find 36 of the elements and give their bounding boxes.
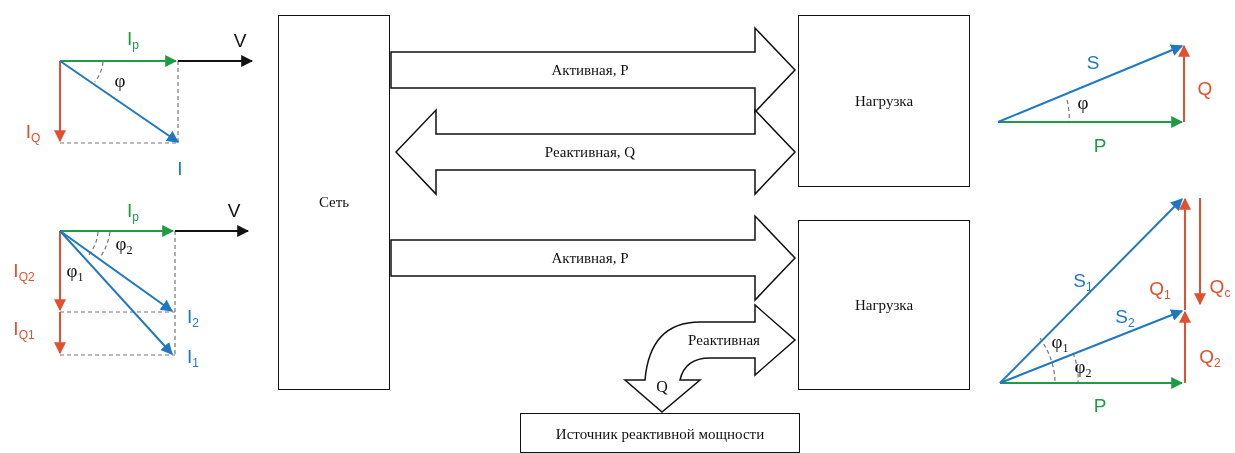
box-label: Сеть xyxy=(318,194,350,211)
vector-label: φ xyxy=(1077,92,1089,112)
vector-label: Q$_{1}$ xyxy=(1149,279,1171,301)
box xyxy=(520,413,800,453)
box xyxy=(798,220,970,390)
block-arrow xyxy=(390,214,797,302)
box-label: Источник реактивной мощности xyxy=(555,426,765,443)
vector-label: S xyxy=(1086,52,1100,72)
vector-label: I xyxy=(177,158,183,178)
vector-label: I$_{p}$ xyxy=(127,29,139,51)
vector-label: V xyxy=(227,200,241,220)
vector-label: I$_{Q2}$ xyxy=(13,261,35,283)
block-arrow xyxy=(390,26,797,114)
box-label: Нагрузка xyxy=(854,296,914,314)
vector-label: Q xyxy=(656,379,668,395)
vector-label: V xyxy=(233,30,247,50)
box xyxy=(278,15,390,390)
vector-label: φ xyxy=(114,70,126,90)
vector-label: φ$_{1}$ xyxy=(1051,332,1069,354)
vector-label: φ$_{1}$ xyxy=(66,261,84,283)
box xyxy=(798,15,970,187)
vector-label: I$_{2}$ xyxy=(187,307,199,329)
vector-label: I$_{1}$ xyxy=(187,347,199,369)
block-arrow xyxy=(394,108,797,196)
vector-label: Q$_{2}$ xyxy=(1199,347,1221,369)
vector-label: I$_{Q}$ xyxy=(25,122,41,144)
vector-label: Q$_{c}$ xyxy=(1209,277,1231,299)
vector-label: S$_{2}$ xyxy=(1115,307,1135,329)
box-label: Нагрузка xyxy=(854,92,914,110)
vector-label: I$_{p}$ xyxy=(127,201,139,223)
vector-label: I$_{Q1}$ xyxy=(13,319,35,341)
vector-label: P xyxy=(1093,135,1107,155)
vector-label: P xyxy=(1093,395,1107,415)
vector-label: φ$_{2}$ xyxy=(115,234,133,256)
vector-label: φ$_{2}$ xyxy=(1074,357,1092,379)
vector-label: Q xyxy=(1197,78,1213,98)
